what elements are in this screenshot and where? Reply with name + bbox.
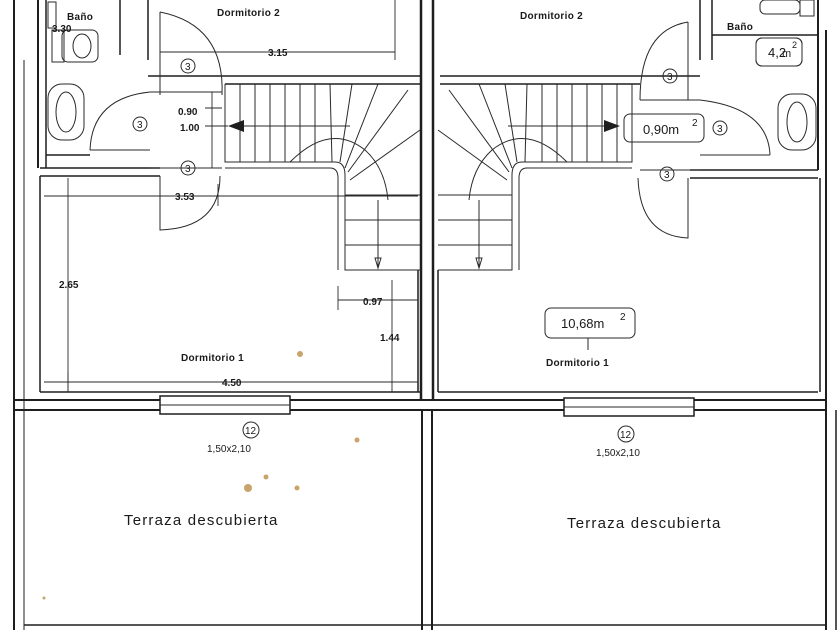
door-marker-4: 3 — [667, 72, 673, 83]
area-boxes — [544, 37, 803, 350]
fixtures-left-bath — [47, 1, 99, 141]
dim-1-00: 1.00 — [180, 123, 200, 134]
room-label-right-terraza: Terraza descubierta — [567, 515, 722, 532]
door-markers — [132, 58, 728, 443]
area-bath-right-value: 4,2 — [768, 45, 786, 60]
dim-0-90: 0.90 — [178, 107, 198, 118]
landing-left — [89, 11, 223, 231]
window-marker-left: 12 — [245, 426, 257, 437]
door-marker-3: 3 — [185, 164, 191, 175]
stains — [42, 351, 360, 600]
door-marker-1: 3 — [185, 62, 191, 73]
door-marker-5: 3 — [717, 124, 723, 135]
fixtures-right-bath — [755, 0, 817, 151]
room-label-right-dorm1: Dormitorio 1 — [546, 358, 609, 369]
room-label-left-dorm2: Dormitorio 2 — [217, 8, 280, 19]
area-landing-superscript: 2 — [692, 118, 698, 129]
dim-4-50: 4.50 — [222, 378, 242, 389]
dim-1-44: 1.44 — [380, 333, 400, 344]
window-size-right: 1,50x2,10 — [596, 448, 640, 459]
area-dorm1-right-superscript: 2 — [620, 312, 626, 323]
dim-2-65: 2.65 — [59, 280, 79, 291]
door-marker-2: 3 — [137, 120, 143, 131]
area-dorm1-right-value: 10,68m — [561, 316, 604, 331]
area-bath-right-suffix: m — [782, 48, 791, 60]
dim-0-97: 0.97 — [363, 297, 383, 308]
windows — [159, 395, 695, 417]
room-label-left-bano: Baño — [67, 12, 93, 23]
dim-3-30: 3.30 — [52, 24, 72, 35]
dim-3-53: 3.53 — [175, 192, 195, 203]
staircase-left — [224, 83, 421, 271]
dim-3-15: 3.15 — [268, 48, 288, 59]
dimension-lines — [44, 0, 418, 392]
window-marker-right: 12 — [620, 430, 632, 441]
room-label-left-terraza: Terraza descubierta — [124, 512, 279, 529]
room-label-right-dorm2: Dormitorio 2 — [520, 11, 583, 22]
landing-right — [637, 21, 771, 239]
room-label-left-dorm1: Dormitorio 1 — [181, 353, 244, 364]
window-size-left: 1,50x2,10 — [207, 444, 251, 455]
area-landing-value: 0,90m — [643, 122, 679, 137]
staircase-right — [437, 83, 633, 271]
area-bath-right-superscript: 2 — [792, 40, 797, 50]
room-label-right-bano: Baño — [727, 22, 753, 33]
door-marker-6: 3 — [664, 170, 670, 181]
